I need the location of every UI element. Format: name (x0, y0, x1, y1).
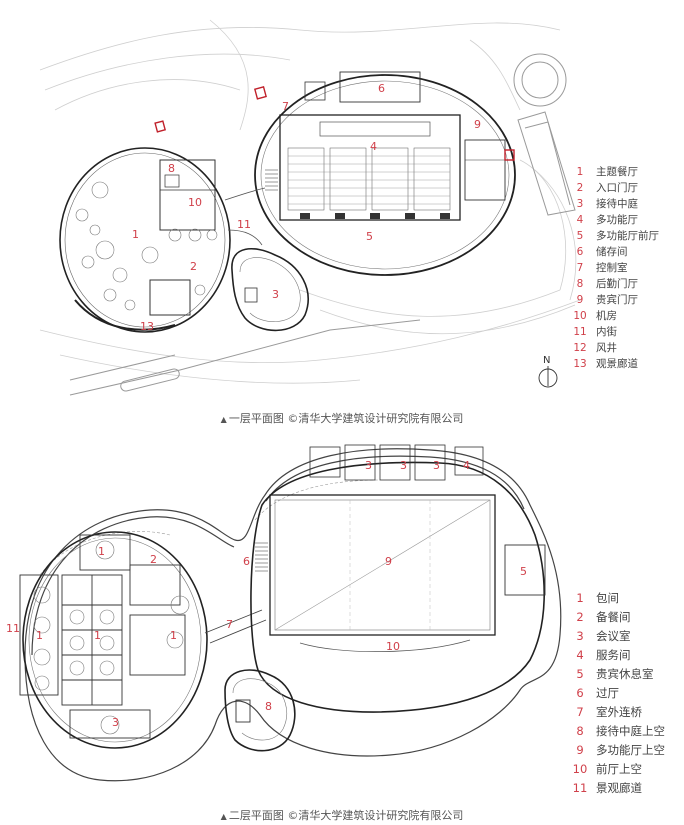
site-contours (39, 19, 581, 384)
room-number: 5 (366, 230, 373, 243)
room-number: 1 (132, 228, 139, 241)
outdoor-bridge (204, 609, 267, 644)
ground-floor-caption: ▲一层平面图 ©清华大学建筑设计研究院有限公司 (220, 412, 464, 425)
room-number: 3 (433, 459, 440, 472)
room-number: 3 (272, 288, 279, 301)
room-number: 8 (265, 700, 272, 713)
room-number: 1 (94, 629, 101, 642)
room-number: 1 (36, 629, 43, 642)
room-number: 1 (98, 545, 105, 558)
private-rooms-block (19, 531, 208, 749)
upper-room-numbers: 1 1 1 1 2 3 3 3 3 4 5 6 7 8 9 10 11 (6, 459, 527, 729)
room-number: 1 (170, 629, 177, 642)
landscape-corridor-outline (24, 448, 562, 782)
multifunction-hall-volume (254, 71, 516, 276)
inner-street (224, 187, 266, 246)
room-number: 4 (463, 459, 470, 472)
reception-pod (231, 248, 309, 332)
room-number: 10 (386, 640, 400, 653)
room-number: 10 (188, 196, 202, 209)
room-number: 9 (385, 555, 392, 568)
room-number: 13 (140, 320, 154, 333)
ground-floor-drawing: N 1 2 3 4 5 6 7 8 9 10 11 13 (39, 19, 581, 396)
room-number: 6 (243, 555, 250, 568)
room-number: 11 (6, 622, 20, 635)
room-number: 6 (378, 82, 385, 95)
room-number: 8 (168, 162, 175, 175)
room-number: 7 (226, 618, 233, 631)
room-number: 2 (150, 553, 157, 566)
room-number: 5 (520, 565, 527, 578)
site-road (69, 53, 576, 396)
hall-void-block (250, 444, 546, 713)
room-number: 3 (400, 459, 407, 472)
restaurant-volume (59, 147, 231, 333)
room-number: 7 (282, 100, 289, 113)
room-number: 9 (474, 118, 481, 131)
ground-room-numbers: 1 2 3 4 5 6 7 8 9 10 11 13 (132, 82, 481, 333)
room-number: 2 (190, 260, 197, 273)
second-floor-caption: ▲二层平面图 ©清华大学建筑设计研究院有限公司 (220, 809, 464, 822)
room-number: 3 (365, 459, 372, 472)
second-floor-drawing: 1 1 1 1 2 3 3 3 3 4 5 6 7 8 9 10 11 (6, 444, 562, 782)
north-label: N (543, 355, 550, 366)
north-arrow: N (538, 355, 558, 388)
ventilation-shaft-marks (154, 86, 515, 161)
reception-void-pod (224, 669, 296, 752)
room-number: 4 (370, 140, 377, 153)
room-number: 3 (112, 716, 119, 729)
room-number: 11 (237, 218, 251, 231)
